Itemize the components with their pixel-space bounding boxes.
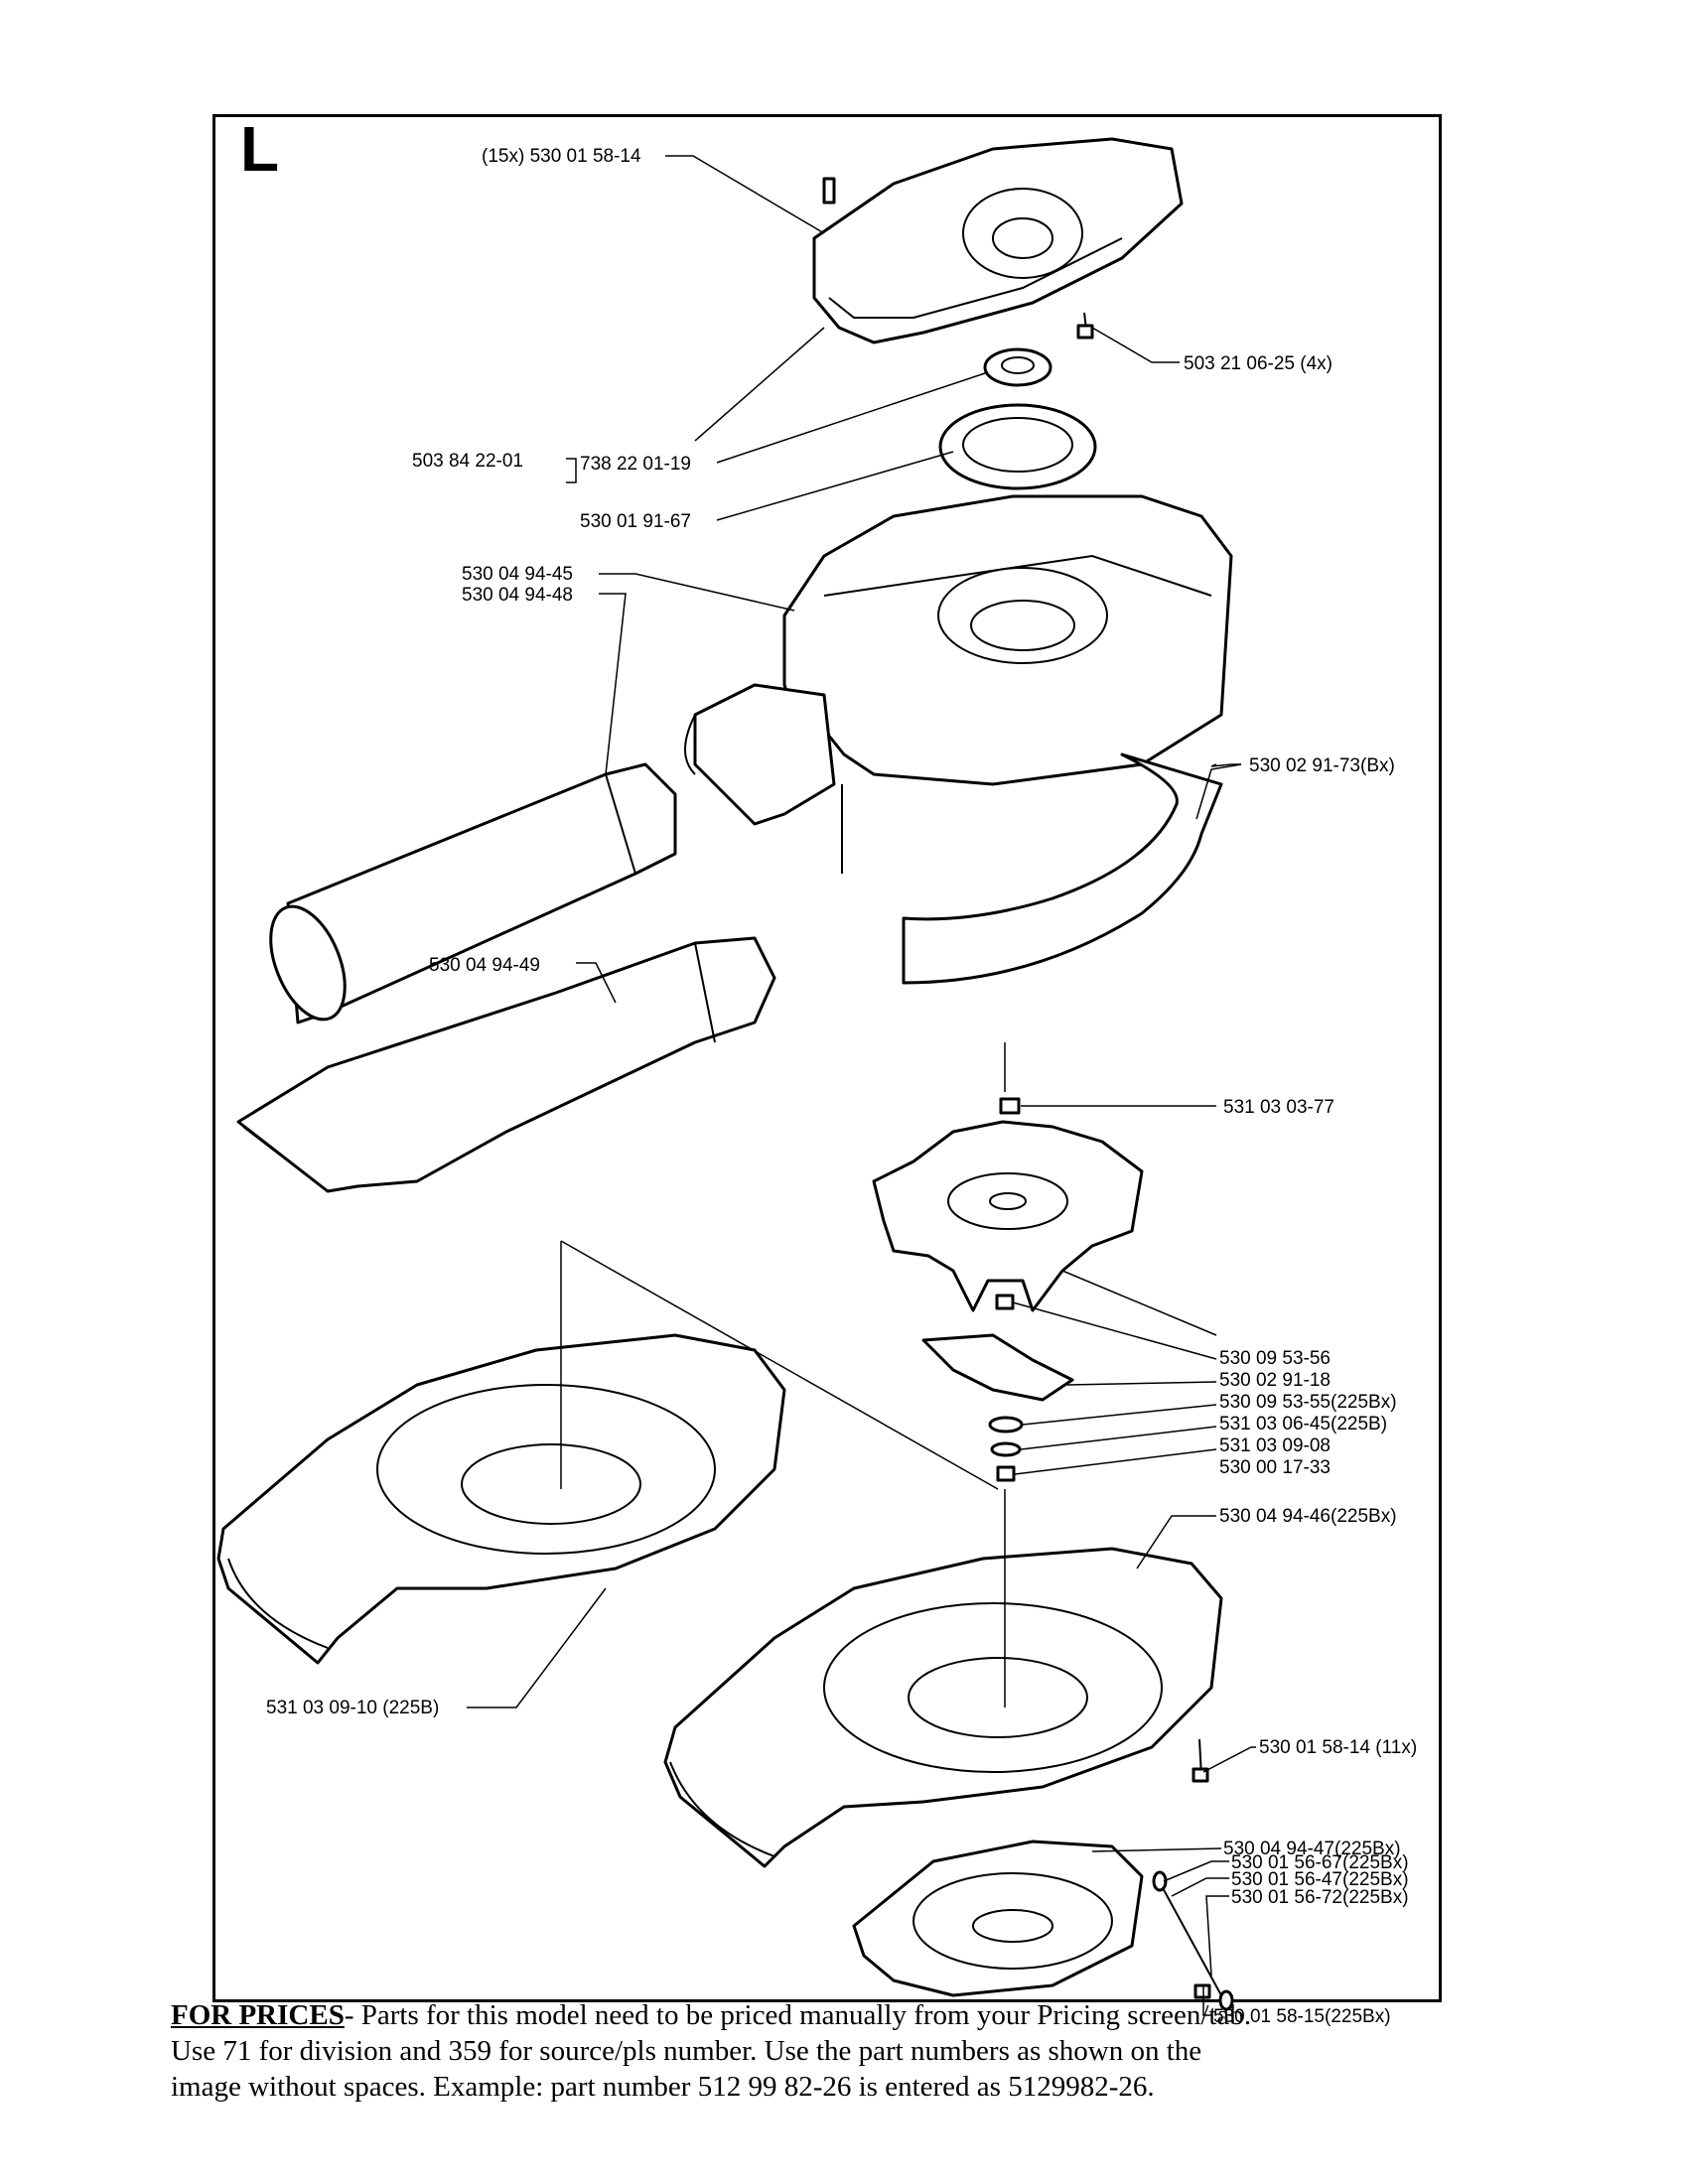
upper-fan-housing	[684, 494, 1233, 874]
screw-4x-icon	[1076, 312, 1094, 340]
diagram-frame	[212, 114, 1442, 2002]
nut-top-icon	[999, 1097, 1021, 1115]
screw-11x-icon	[1192, 1738, 1209, 1783]
lower-housing-right	[663, 1547, 1223, 1868]
nozzle-tube	[236, 936, 776, 1193]
pricing-line-3: image without spaces. Example: part numb…	[171, 2071, 1155, 2103]
label-washer-b: 531 03 06-45(225B)	[1219, 1414, 1387, 1434]
label-tube: 530 04 94-49	[429, 955, 540, 976]
deflector-band	[902, 752, 1223, 985]
screw-bottom-icon	[1193, 1983, 1211, 1999]
label-nut-top: 531 03 03-77	[1223, 1097, 1334, 1118]
label-pin-c: 530 01 56-72(225Bx)	[1231, 1887, 1409, 1908]
leader-lines	[467, 155, 1256, 2016]
label-fan: 530 09 53-56	[1219, 1348, 1331, 1369]
pricing-note-line-1: FOR PRICES- Parts for this model need to…	[171, 1997, 1541, 2033]
pricing-heading: FOR PRICES	[171, 1999, 345, 2031]
label-seal: 530 01 91-67	[580, 511, 691, 532]
label-screw-4x: 503 21 06-25 (4x)	[1184, 353, 1333, 374]
label-band: 530 02 91-73(Bx)	[1249, 755, 1395, 776]
pin-parts	[1152, 1870, 1234, 2011]
label-cutter: 530 09 53-55(225Bx)	[1219, 1392, 1397, 1413]
label-pin-b: 530 01 56-47(225Bx)	[1231, 1869, 1409, 1890]
pricing-note: FOR PRICES- Parts for this model need to…	[171, 1997, 1541, 2105]
pricing-line-1: - Parts for this model need to be priced…	[344, 1999, 1252, 2031]
label-screw-bottom: 530 01 58-15(225Bx)	[1213, 2006, 1391, 2027]
blower-tube	[269, 762, 677, 1024]
part-labels: (15x) 530 01 58-14 503 21 06-25 (4x) 503…	[266, 146, 1417, 2027]
bearing-part	[983, 347, 1052, 387]
label-lower-housing: 531 03 09-10 (225B)	[266, 1698, 439, 1718]
label-housing-a: 530 04 94-45	[462, 564, 573, 585]
bottom-cover	[852, 1840, 1144, 1997]
label-housing-b: 530 04 94-48	[462, 585, 573, 606]
page-letter: L	[240, 113, 279, 185]
label-screw-15x: (15x) 530 01 58-14	[482, 146, 641, 167]
label-screw-11x: 530 01 58-14 (11x)	[1259, 1737, 1417, 1758]
label-cover: 530 04 94-47(225Bx)	[1223, 1839, 1401, 1859]
label-kit: 503 84 22-01	[412, 451, 523, 472]
label-washer-a: 530 02 91-18	[1219, 1370, 1331, 1391]
pricing-line-2: Use 71 for division and 359 for source/p…	[171, 2035, 1202, 2067]
label-nut-bottom: 530 00 17-33	[1219, 1457, 1331, 1478]
nut-washer-stack	[921, 1294, 1074, 1482]
lower-housing-left	[216, 1333, 786, 1665]
fan-impeller	[872, 1120, 1144, 1312]
label-pin-a: 530 01 56-67(225Bx)	[1231, 1852, 1409, 1873]
top-cover-plate	[812, 137, 1184, 344]
label-washer-c: 531 03 09-08	[1219, 1435, 1331, 1456]
label-bearing: 738 22 01-19	[580, 454, 691, 475]
seal-ring-part	[938, 403, 1097, 490]
label-lower-housing-x: 530 04 94-46(225Bx)	[1219, 1506, 1397, 1527]
